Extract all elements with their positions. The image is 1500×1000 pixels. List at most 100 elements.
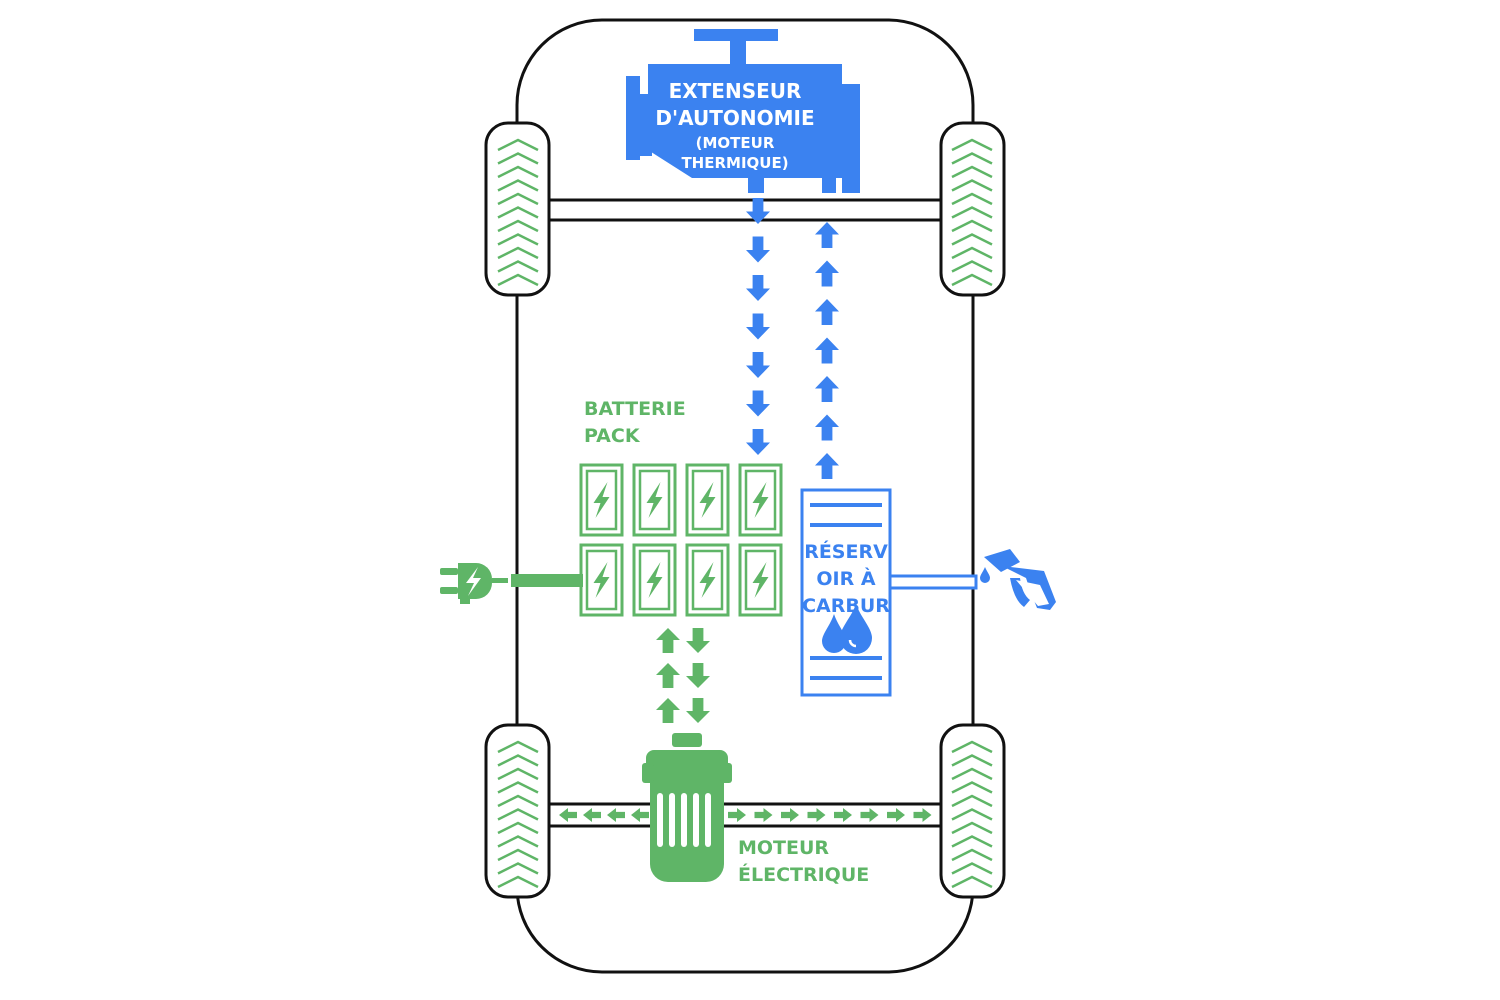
tire-tread-chevron (497, 165, 539, 179)
battery-cell-icon (632, 543, 677, 617)
battery-motor-flow-arrows (656, 628, 710, 723)
lightning-icon (593, 562, 610, 598)
down-arrow-icon (686, 628, 710, 653)
battery-label-line2: PACK (584, 425, 640, 447)
tire-tread-chevron (951, 206, 993, 219)
tank-label-line2: OIR À (816, 568, 876, 590)
up-arrow-icon (815, 453, 839, 479)
tire-tread-chevron (497, 754, 539, 767)
plug-icon (440, 563, 492, 604)
tire-tread-chevron (951, 862, 993, 875)
lightning-icon (646, 562, 663, 598)
tire-tread-chevron (951, 781, 993, 794)
front-axle (546, 198, 944, 222)
right-arrow-icon (887, 808, 905, 822)
engine-label-line2: D'AUTONOMIE (655, 106, 815, 130)
tire-tread-chevron (497, 260, 539, 273)
down-arrow-icon (746, 275, 770, 301)
tire-tread-chevron (951, 138, 993, 152)
lightning-icon (699, 482, 716, 518)
engine-label-line3: (MOTEUR (695, 134, 775, 152)
tire-tread-chevron (497, 875, 539, 889)
right-arrow-icon (860, 808, 879, 822)
tire-tread-chevron (951, 794, 993, 808)
battery-cell-icon (579, 543, 624, 617)
down-arrow-icon (746, 313, 770, 340)
fuel-tank-icon (800, 488, 892, 697)
tire-tread-chevron (497, 821, 539, 835)
tire-tread-chevron (951, 808, 993, 821)
tank-label-line1: RÉSERV (804, 541, 888, 563)
fuel-flow-up-arrows (815, 222, 839, 479)
tire-tread-chevron (951, 767, 993, 781)
right-arrow-icon (728, 808, 746, 822)
up-arrow-icon (815, 337, 839, 364)
engine-label-line1: EXTENSEUR (668, 79, 802, 103)
tire-tread-chevron (951, 219, 993, 233)
tire-tread-chevron (951, 246, 993, 260)
right-arrow-icon (781, 808, 799, 822)
battery-cell-icon (738, 543, 783, 617)
tire-tread-chevron (497, 273, 539, 287)
tire-tread-chevron (497, 862, 539, 875)
up-arrow-icon (656, 628, 680, 653)
tire-tread-chevron (951, 152, 993, 165)
motor-label-line1: MOTEUR (738, 837, 830, 859)
tire-tread-chevron (951, 835, 993, 848)
fuel-hose (888, 574, 978, 590)
battery-cell-icon (632, 463, 677, 537)
tire-front-right-icon (939, 121, 1006, 297)
tire-tread-chevron (951, 192, 993, 206)
tire-tread-chevron (497, 152, 539, 165)
tire-tread-chevron (497, 808, 539, 821)
battery-cell-icon (685, 543, 730, 617)
down-arrow-icon (746, 236, 770, 263)
axle-left-flow-arrows (559, 808, 649, 822)
right-arrow-icon (834, 808, 852, 822)
right-arrow-icon (754, 808, 773, 822)
lightning-icon (646, 482, 663, 518)
tire-tread-chevron (951, 233, 993, 246)
tire-tread-chevron (497, 740, 539, 754)
tire-tread-chevron (497, 233, 539, 246)
down-arrow-icon (686, 663, 710, 688)
tire-tread-chevron (497, 767, 539, 781)
down-arrow-icon (746, 352, 770, 378)
lightning-icon (752, 482, 769, 518)
charge-cable (492, 574, 583, 587)
tire-tread-chevron (497, 219, 539, 233)
tire-tread-chevron (951, 273, 993, 287)
lightning-icon (699, 562, 716, 598)
tire-tread-chevron (951, 165, 993, 179)
tire-front-left-icon (484, 121, 551, 297)
tire-rear-left-icon (484, 723, 551, 899)
right-arrow-icon (913, 808, 932, 822)
left-arrow-icon (583, 808, 601, 822)
lightning-icon (593, 482, 610, 518)
tire-tread-chevron (497, 179, 539, 192)
left-arrow-icon (559, 808, 577, 822)
tire-tread-chevron (951, 179, 993, 192)
tire-tread-chevron (497, 848, 539, 862)
tire-tread-chevron (951, 740, 993, 754)
tire-tread-chevron (497, 781, 539, 794)
battery-cell-icon (685, 463, 730, 537)
energy-flow-down-arrows (746, 198, 770, 455)
down-arrow-icon (686, 698, 710, 723)
tire-tread-chevron (497, 835, 539, 848)
tire-tread-chevron (951, 260, 993, 273)
left-arrow-icon (607, 808, 625, 822)
up-arrow-icon (815, 260, 839, 287)
electric-motor-icon (642, 733, 732, 882)
tire-tread-chevron (497, 794, 539, 808)
axle-right-flow-arrows (728, 808, 932, 822)
left-arrow-icon (631, 808, 649, 822)
battery-pack-icon (579, 463, 783, 617)
tire-tread-chevron (497, 192, 539, 206)
tire-rear-right-icon (939, 723, 1006, 899)
down-arrow-icon (746, 198, 770, 224)
lightning-icon (752, 562, 769, 598)
tire-tread-chevron (497, 138, 539, 152)
tire-tread-chevron (951, 754, 993, 767)
